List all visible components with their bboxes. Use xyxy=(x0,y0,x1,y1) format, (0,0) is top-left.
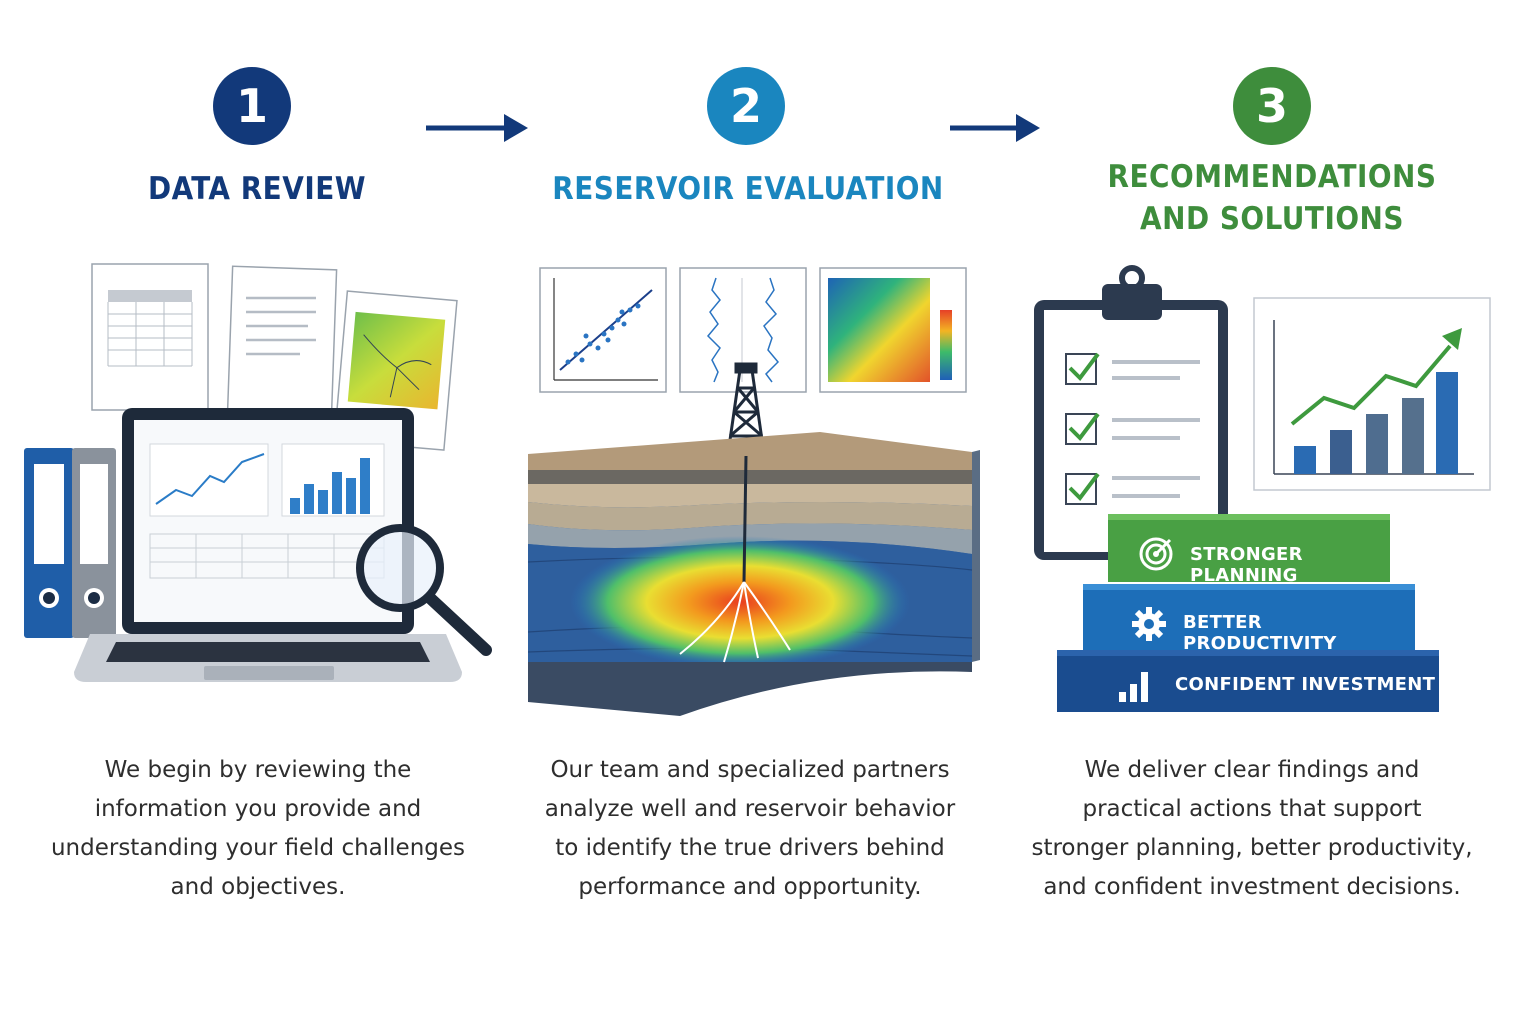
outcome-label: BETTER PRODUCTIVITY xyxy=(1183,612,1337,654)
step-1-description: We begin by reviewing the information yo… xyxy=(50,757,466,900)
clipboard-icon xyxy=(1034,265,1228,560)
step-3-description: We deliver clear findings and practical … xyxy=(1031,757,1473,900)
bar-chart-icon xyxy=(1119,672,1148,702)
step-3-badge: 3 xyxy=(1233,67,1311,145)
text-document xyxy=(226,265,338,421)
outcome-confident-investment: CONFIDENT INVESTMENT xyxy=(1057,650,1439,712)
step-1-badge: 1 xyxy=(213,67,291,145)
data-review-illustration xyxy=(24,263,492,682)
reservoir-illustration xyxy=(527,267,980,716)
outcome-better-productivity: BETTER PRODUCTIVITY xyxy=(1083,584,1415,654)
arrow-right-icon xyxy=(426,114,528,142)
binders xyxy=(24,448,116,638)
magnifying-glass-icon xyxy=(356,524,492,656)
arrow-right-icon xyxy=(950,114,1040,142)
outcome-label: STRONGER PLANNING xyxy=(1190,544,1303,586)
step-2-title: RESERVOIR EVALUATION xyxy=(552,171,944,207)
outcome-label: CONFIDENT INVESTMENT xyxy=(1175,674,1436,695)
scatter-plot-panel xyxy=(539,267,667,393)
laptop xyxy=(74,408,462,682)
step-1-title: DATA REVIEW xyxy=(147,171,367,207)
spreadsheet-document xyxy=(91,263,209,411)
growth-chart-icon xyxy=(1253,297,1491,491)
step-2-description: Our team and specialized partners analyz… xyxy=(544,757,956,900)
gear-icon xyxy=(1132,607,1166,641)
recommendations-illustration xyxy=(1034,265,1491,560)
outcome-stronger-planning: STRONGER PLANNING xyxy=(1108,514,1390,586)
step-2-badge: 2 xyxy=(707,67,785,145)
step-3-title: RECOMMENDATIONS AND SOLUTIONS xyxy=(1107,159,1437,237)
heatmap-panel xyxy=(819,267,967,393)
target-icon xyxy=(1139,537,1173,571)
